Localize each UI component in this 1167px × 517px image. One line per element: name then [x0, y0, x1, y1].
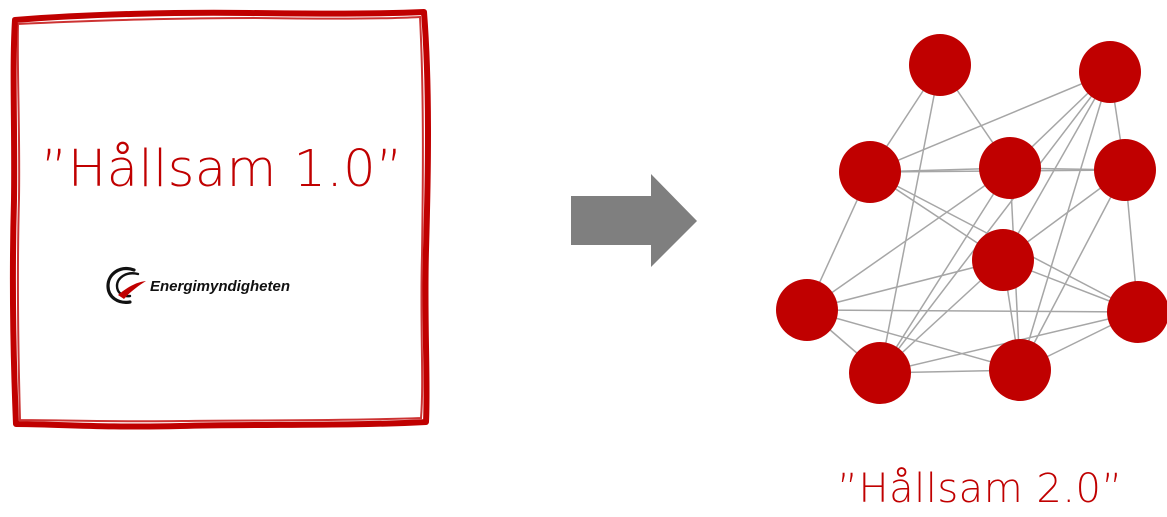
network-node	[1094, 139, 1156, 201]
network-edge	[869, 71, 1111, 173]
right-arrow-icon	[571, 174, 697, 267]
network-edges	[806, 64, 1139, 374]
energimyndigheten-swoosh-icon	[106, 267, 146, 304]
network-node	[849, 342, 911, 404]
network-edge	[1002, 71, 1111, 261]
network-edge	[806, 167, 1011, 311]
network-nodes	[776, 34, 1167, 404]
network-node	[989, 339, 1051, 401]
network-node	[979, 137, 1041, 199]
energimyndigheten-logo: Energimyndigheten	[104, 262, 290, 308]
logo-text: Energimyndigheten	[150, 277, 291, 295]
hallsam-2-title: ”Hållsam 2.0”	[837, 466, 1123, 512]
network-graph	[776, 34, 1167, 404]
network-node	[972, 229, 1034, 291]
network-node	[1079, 41, 1141, 103]
network-edge	[806, 309, 1139, 313]
network-node	[839, 141, 901, 203]
network-edge	[806, 309, 1021, 371]
network-node	[776, 279, 838, 341]
network-edge	[879, 64, 941, 374]
network-edge	[879, 167, 1011, 374]
network-edge	[879, 71, 1111, 374]
network-node	[1107, 281, 1167, 343]
hallsam-1-title: ”Hållsam 1.0”	[40, 140, 404, 199]
network-edge	[1019, 71, 1111, 371]
network-edge	[1019, 169, 1126, 371]
hand-drawn-frame	[9, 9, 431, 430]
network-node	[909, 34, 971, 96]
network-edge	[806, 259, 1004, 311]
